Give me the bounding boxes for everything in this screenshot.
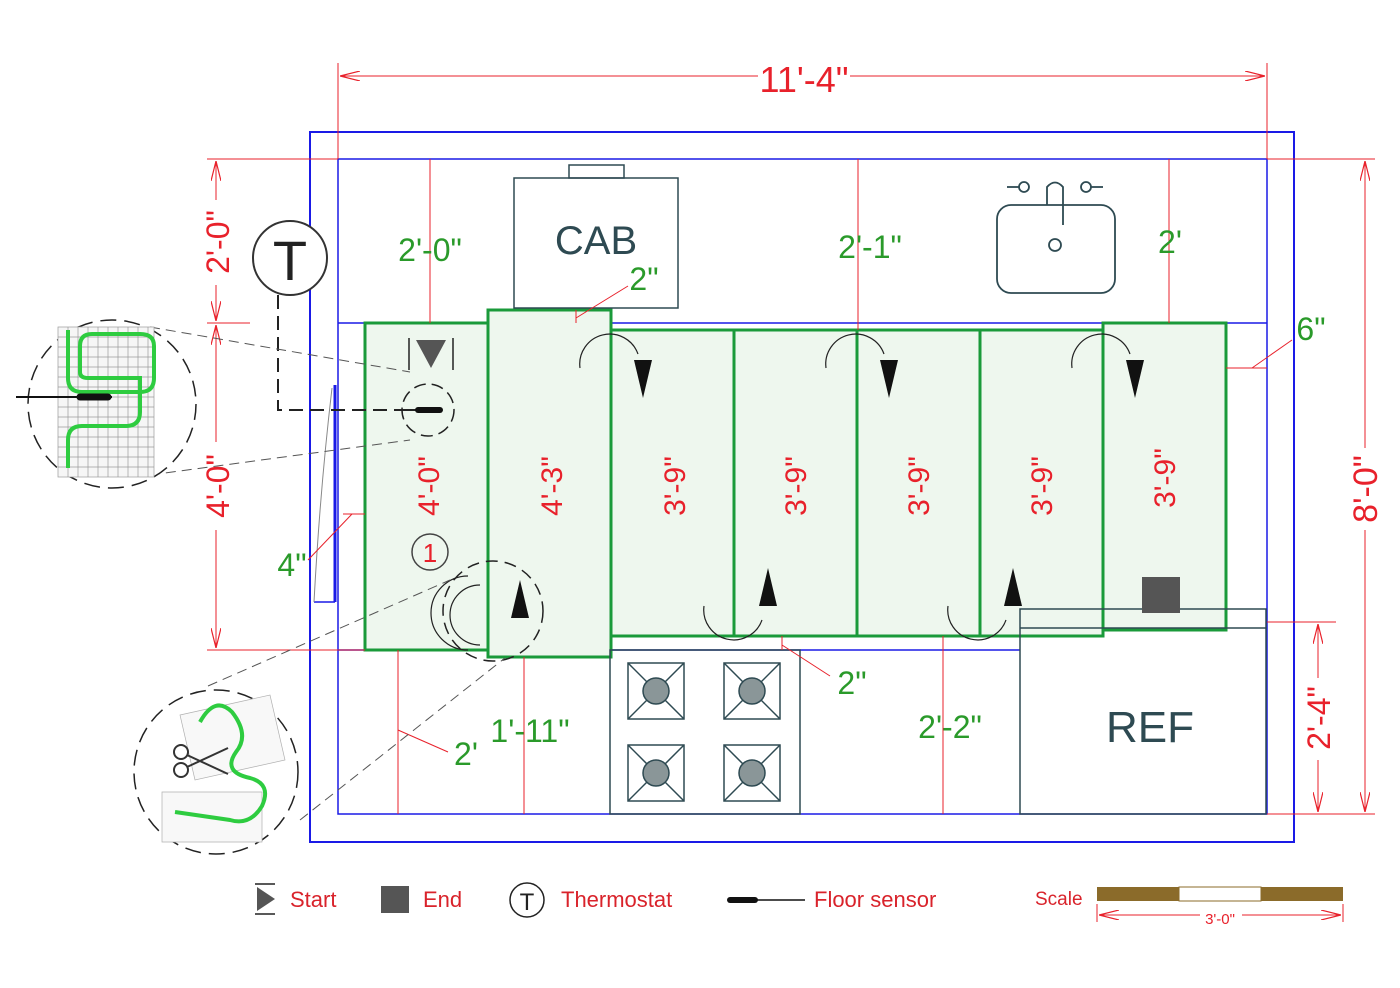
strip-number-badge: 1 [411, 533, 449, 571]
arrow-down-icon [634, 360, 652, 398]
door-swing [313, 387, 333, 603]
gap-top-right: 2' [1158, 224, 1182, 260]
ref-depth-label: 2'-4" [1301, 686, 1337, 750]
refrigerator-label: REF [1106, 703, 1194, 752]
gap-right-wall: 6" [1296, 311, 1325, 347]
strip-length: 4'-3" [536, 456, 569, 516]
scale-bar: Scale 3'-0" [1035, 886, 1344, 928]
legend-end: End [423, 887, 462, 912]
gap-bottom-left: 1'-11" [490, 713, 569, 749]
end-marker [1142, 577, 1180, 613]
strip-length: 3'-9" [780, 456, 813, 516]
mat-strip [978, 328, 1105, 638]
strip-length: 3'-9" [1026, 456, 1059, 516]
strip-length: 3'-9" [659, 456, 692, 516]
direction-arrows [511, 360, 1144, 618]
outer-wall [309, 131, 1295, 843]
start-marker [408, 338, 454, 370]
arrow-up-icon [511, 580, 529, 618]
cabinet-label: CAB [555, 219, 637, 263]
left-dimensions: 2'-0" 4'-0" [200, 158, 365, 651]
inner-wall [337, 158, 1268, 815]
strip-length: 3'-9" [1149, 448, 1182, 508]
strip-length: 3'-9" [903, 456, 936, 516]
strip-length-labels: 4'-0" 4'-3" 3'-9" 3'-9" 3'-9" 3'-9" 3'-9… [413, 448, 1182, 516]
scissors-icon [173, 744, 229, 778]
left-middle-dim: 4'-0" [200, 454, 236, 518]
scale-label: Scale [1035, 889, 1083, 910]
overall-width-label: 11'-4" [759, 59, 848, 100]
svg-text:T: T [520, 889, 535, 916]
thermostat-symbol: T [273, 229, 307, 292]
cut-point [430, 560, 544, 662]
legend-start-icon [255, 883, 275, 915]
scale-value: 3'-0" [1205, 911, 1235, 928]
gap-bottom-offset: 2' [454, 736, 478, 772]
strip-length: 4'-0" [413, 456, 446, 516]
gap-top-middle: 2'-1" [838, 229, 902, 265]
strip-number: 1 [423, 538, 437, 568]
refrigerator: REF [1019, 608, 1267, 815]
arrow-down-icon [880, 360, 898, 398]
legend-thermostat-icon: T [509, 882, 545, 918]
overall-height-label: 8'-0" [1347, 455, 1385, 523]
overall-height-dimension: 8'-0" [1267, 158, 1385, 815]
overall-width-dimension: 11'-4" [337, 59, 1268, 159]
gap-bottom-right: 2'-2" [918, 709, 982, 745]
gap-left-wall: 4" [277, 547, 306, 583]
stove-icon [609, 649, 801, 815]
gap-top-left: 2'-0" [398, 232, 462, 268]
mat-strip [855, 328, 982, 638]
legend-thermostat: Thermostat [561, 887, 672, 912]
mat-strip [486, 308, 613, 659]
left-top-dim: 2'-0" [200, 210, 236, 274]
legend-floor-sensor: Floor sensor [814, 887, 936, 912]
turn-arrows [579, 333, 1131, 641]
ref-depth-dimension: 2'-4" [1267, 621, 1337, 812]
gap-labels: 2'-0" 2'-1" 2' 2" 6" 4" 2" 2' 1'-11" 2'-… [277, 224, 1325, 772]
gap-stove: 2" [837, 665, 866, 701]
gap-cab: 2" [629, 261, 658, 297]
arrow-up-icon [1004, 568, 1022, 606]
legend-start: Start [290, 887, 336, 912]
legend-end-icon [381, 886, 409, 913]
cabinet: CAB [513, 164, 679, 309]
sink-icon [996, 181, 1116, 294]
thermostat: T [252, 220, 404, 411]
mat-detail-callout [16, 319, 411, 489]
heating-mat [363, 308, 1228, 659]
cut-detail-callout [133, 579, 506, 855]
arrow-up-icon [759, 568, 777, 606]
mat-strip [609, 328, 736, 638]
legend: Start End T Thermostat Floor sensor [255, 882, 936, 918]
gap-dimension-lines [307, 159, 1293, 814]
arrow-down-icon [1126, 360, 1144, 398]
